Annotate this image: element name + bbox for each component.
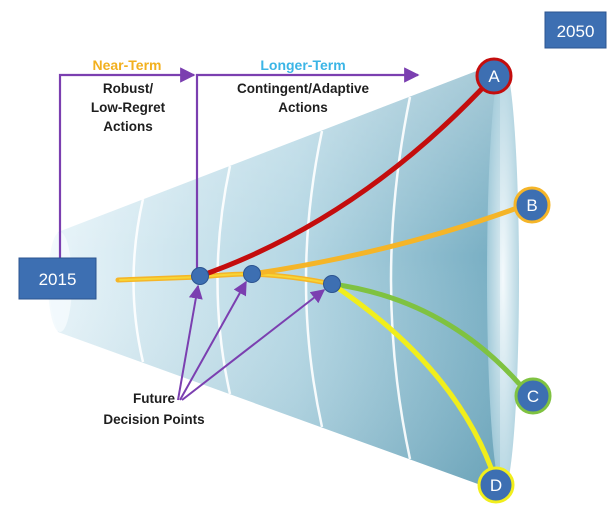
decision-arrow-1 [177,284,203,401]
outcome-d-circle [477,466,515,504]
path-d [329,281,499,485]
year-end-box: 2050 [544,11,607,49]
decision-arrow-3 [181,289,326,401]
year-start-rect [18,257,97,300]
year-end-rect [544,11,607,49]
decision-arrow-2 [179,280,247,401]
decision-node [191,267,209,285]
longer-term-arrow [195,67,420,268]
outcome-a: A [475,57,513,95]
near-term-line3: Actions [103,119,153,134]
near-term-labels: Near-Term Robust/ Low-Regret Actions [91,57,166,134]
near-term-line2: Low-Regret [91,100,166,115]
year-start-label: 2015 [39,270,77,289]
longer-term-line1: Contingent/Adaptive [237,81,369,96]
outcome-d: D [477,466,515,504]
outcome-b: B [513,186,551,224]
path-c [329,281,531,397]
year-start-box: 2015 [18,257,97,300]
outcome-b-label: B [526,196,537,215]
outcome-c-circle [514,377,552,415]
longer-term-heading: Longer-Term [260,57,345,73]
cone-ring [389,96,412,460]
near-term-line1: Robust/ [103,81,153,96]
outcome-c-label: C [527,387,539,406]
decision-points-line2: Decision Points [103,412,204,427]
path-b [249,201,531,277]
path-a [197,75,495,279]
outcome-d-label: D [490,476,502,495]
longer-term-line2: Actions [278,100,328,115]
near-term-heading: Near-Term [93,57,162,73]
outcome-b-circle [513,186,551,224]
year-end-label: 2050 [557,22,595,41]
outcome-a-label: A [488,67,500,86]
decision-node [243,265,261,283]
near-term-arrow [58,67,196,258]
decision-points-label: Future Decision Points [103,391,204,427]
decision-points-line1: Future [133,391,175,406]
outcome-a-circle [475,57,513,95]
timeline-arrows [58,67,420,268]
cone-mouth [487,62,519,492]
decision-node [323,275,341,293]
outcome-c: C [514,377,552,415]
longer-term-labels: Longer-Term Contingent/Adaptive Actions [237,57,369,115]
decision-nodes [191,265,341,293]
decision-point-arrows [177,280,326,401]
